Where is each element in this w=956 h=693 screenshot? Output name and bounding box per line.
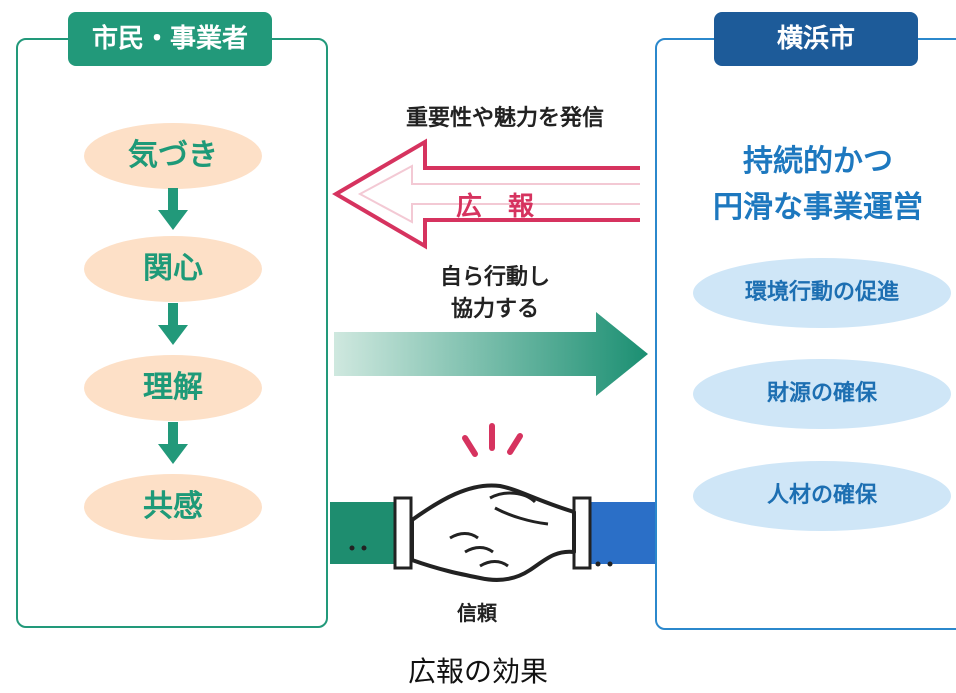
pr-caption: 重要性や魅力を発信 <box>405 106 604 131</box>
down-arrow-icon <box>158 188 188 230</box>
step-understanding: 理解 <box>84 355 262 421</box>
step-empathy: 共感 <box>84 474 262 540</box>
down-arrow-icon <box>158 303 188 345</box>
step-awareness: 気づき <box>84 123 262 189</box>
goal-line-2: 円滑な事業運営 <box>713 190 923 225</box>
item-funding: 財源の確保 <box>693 359 951 429</box>
goal-line-1: 持続的かつ <box>743 144 893 179</box>
city-title: 横浜市 <box>714 12 918 66</box>
item-environmental-action: 環境行動の促進 <box>693 258 951 328</box>
handshake-icon <box>330 423 655 582</box>
citizens-title: 市民・事業者 <box>68 12 272 66</box>
pr-arrow-icon <box>332 138 640 250</box>
trust-label: 信頼 <box>457 601 497 625</box>
action-line-2: 協力する <box>450 297 539 322</box>
city-panel <box>655 38 956 630</box>
step-interest: 関心 <box>84 236 262 302</box>
figure-caption: 広報の効果 <box>407 655 548 688</box>
action-line-1: 自ら行動し <box>439 265 550 290</box>
down-arrow-icon <box>158 422 188 464</box>
pr-label: 広 報 <box>455 192 534 222</box>
item-human-resources: 人材の確保 <box>693 461 951 531</box>
action-arrow-icon <box>334 312 648 396</box>
